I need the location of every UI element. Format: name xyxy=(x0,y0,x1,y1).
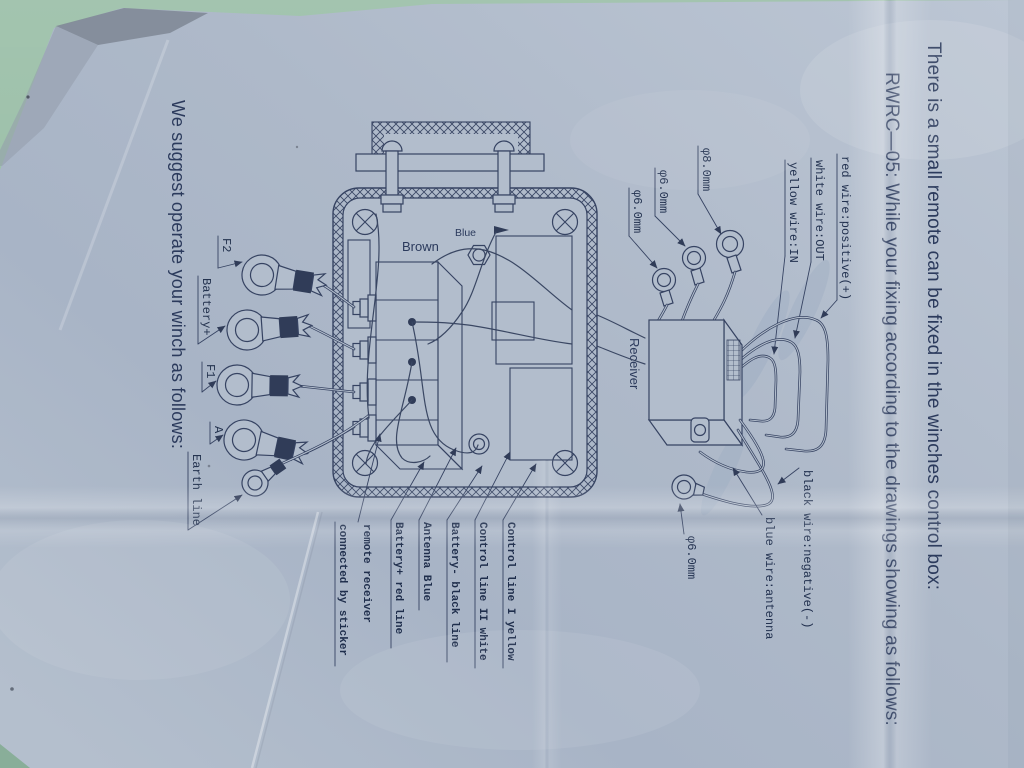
receiver-box xyxy=(647,318,744,447)
ring-lug-6mm-a xyxy=(681,245,707,286)
lug-battery-plus xyxy=(226,309,314,351)
control-box-diagram: Brown Blue xyxy=(332,121,598,498)
corner-bolt xyxy=(351,449,379,477)
lug-a xyxy=(223,419,310,466)
corner-bolt xyxy=(351,208,379,236)
ring-lug-6mm-b xyxy=(651,267,677,307)
terminal-label-a: A xyxy=(211,426,225,434)
terminal-stud xyxy=(352,336,377,364)
blue-wire-label: Blue xyxy=(455,227,476,239)
label-gauge-8mm: φ8.0mm xyxy=(699,148,713,191)
brown-wire-label: Brown xyxy=(402,239,439,254)
terminal-label-f1: F1 xyxy=(203,364,217,378)
paper-corner-crease xyxy=(0,26,98,166)
receiver-diagram: red wire:positive(+) white wire:OUT yell… xyxy=(596,145,852,639)
connection-item: Control line II white xyxy=(476,522,488,661)
mounting-bracket xyxy=(355,121,545,213)
label-yellow-wire: yellow wire:IN xyxy=(786,162,800,263)
paper-corner-fold-shadow xyxy=(56,8,208,45)
connection-item: Battery+ red line xyxy=(392,522,404,635)
contactor-assembly xyxy=(347,226,573,471)
terminal-stud xyxy=(352,294,377,322)
interior-wires xyxy=(365,213,573,465)
terminal-label-f2: F2 xyxy=(219,238,233,252)
label-gauge-6mm-b: φ6.0mm xyxy=(630,190,644,233)
lug-f1 xyxy=(216,364,304,406)
label-gauge-6mm-a: φ6.0mm xyxy=(656,170,670,213)
ring-lug-8mm xyxy=(715,229,745,274)
connection-item: Control line I yellow xyxy=(504,522,516,661)
terminal-label-battery-plus: Battery+ xyxy=(199,278,213,336)
label-white-wire: white wire:OUT xyxy=(812,160,826,261)
suggest-line: We suggest operate your winch as follows… xyxy=(168,100,188,449)
receiver-label: Receiver xyxy=(627,338,642,390)
lug-f2 xyxy=(241,254,328,297)
connection-item: remote receiver xyxy=(360,524,372,623)
connection-item: connected by sticker xyxy=(336,524,348,656)
connection-item: Battery- black line xyxy=(448,522,460,648)
corner-bolt xyxy=(551,208,579,236)
photo-specks xyxy=(10,95,299,691)
table-corner-bottom-left xyxy=(0,744,30,768)
